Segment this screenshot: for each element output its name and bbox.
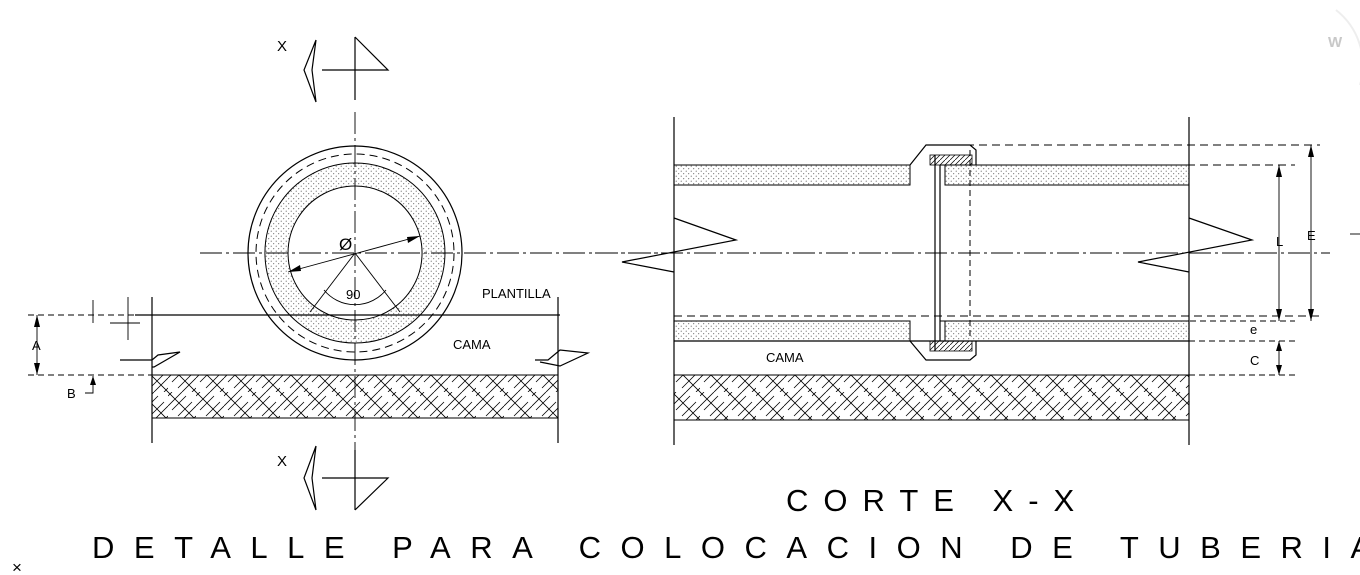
dim-a-label: A: [32, 338, 41, 353]
section-mark-top-label: X: [277, 38, 287, 55]
plantilla-label: PLANTILLA: [482, 286, 551, 301]
long-break-left: [621, 217, 739, 273]
angle-label: 90: [346, 287, 360, 302]
angle-arc: [323, 289, 387, 306]
pipe-bottom-wall-right: [944, 320, 1190, 342]
section-mark-bottom: X: [277, 445, 390, 511]
cama-label-right: CAMA: [766, 350, 804, 365]
diameter-symbol: Ø: [339, 235, 352, 254]
cross-section-view: X Ø 90 PLANTILLA CAMA: [28, 36, 670, 511]
dim-l-label: L: [1276, 234, 1283, 249]
angle-line-right: [354, 252, 401, 313]
bell-dashed-circle: [255, 153, 455, 353]
pipe-top-wall-right: [944, 164, 1190, 186]
corner-mark: ×: [12, 558, 22, 575]
pipe-wall: [264, 162, 446, 344]
dim-a-arrows-icon: [34, 315, 40, 375]
break-line-right: [535, 349, 591, 367]
long-soil-hatch: [673, 374, 1190, 421]
dim-c-label: C: [1250, 353, 1259, 368]
soil-hatch: [151, 374, 559, 419]
dim-b-label: B: [67, 386, 76, 401]
dim-c-arrows-icon: [1276, 341, 1282, 375]
watermark-logo: W: [1328, 34, 1343, 51]
break-line-left: [120, 351, 181, 368]
section-arrow-bottom-icon: [303, 445, 317, 511]
bell-outer-circle: [247, 145, 463, 361]
pipe-bottom-wall-left: [673, 320, 911, 342]
cama-label-left: CAMA: [453, 337, 491, 352]
long-break-right: [1137, 217, 1255, 273]
section-title: CORTE X-X: [786, 483, 1089, 518]
section-flag-top-icon: [354, 36, 390, 71]
section-mark-bottom-label: X: [277, 453, 287, 470]
gasket-bottom: [929, 340, 973, 352]
pipe-top-wall-left: [673, 164, 911, 186]
dim-e-label: E: [1307, 228, 1316, 243]
dim-b-arrow-icon: [90, 376, 96, 385]
gasket-top: [929, 154, 973, 166]
section-mark-top: X: [277, 36, 390, 103]
section-flag-bottom-icon: [354, 477, 390, 511]
bell-bottom-outline: [909, 340, 977, 361]
dim-e-small-label: e: [1250, 322, 1257, 337]
longitudinal-section-view: CAMA E L e C: [595, 117, 1360, 445]
angle-line-left: [309, 252, 356, 313]
main-title: DETALLE PARA COLOCACION DE TUBERIA: [92, 530, 1360, 565]
section-arrow-top-icon: [303, 39, 317, 103]
